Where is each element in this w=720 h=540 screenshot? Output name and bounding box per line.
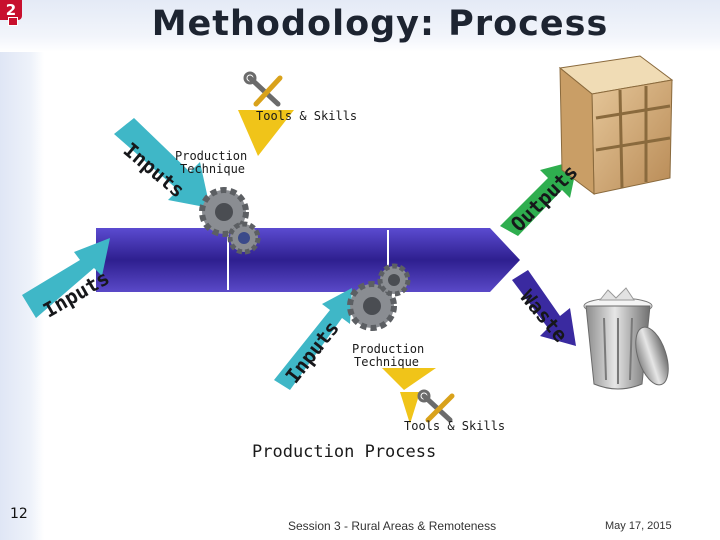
bottom-technique-triangle (382, 368, 436, 390)
top-tools-label: Tools & Skills (256, 109, 358, 123)
slide-number: 12 (10, 506, 28, 522)
slide-badge: 2 (0, 0, 22, 26)
top-technique-line2: Technique (180, 162, 246, 176)
trash-can-icon (583, 287, 669, 390)
tools-icon (417, 389, 455, 423)
bottom-tools-label: Tools & Skills (404, 419, 506, 433)
footer-date: May 17, 2015 (605, 520, 672, 532)
slide-title: Methodology: Process (151, 4, 609, 44)
process-band (96, 228, 520, 292)
waste-arrow (512, 270, 576, 346)
gears-icon (199, 187, 261, 255)
top-tools-triangle (238, 110, 294, 156)
crate-icon (558, 55, 674, 196)
bottom-technique-line1: Production (352, 342, 425, 356)
bottom-tools-triangle (400, 392, 420, 424)
top-decor-bar (0, 0, 720, 52)
tools-icon (243, 71, 283, 107)
outputs-arrow (500, 160, 578, 236)
footer-session: Session 3 - Rural Areas & Remoteness (288, 519, 497, 533)
bottom-inputs-arrow (274, 288, 352, 390)
process-caption: Production Process (252, 442, 437, 462)
top-inputs-arrow (114, 118, 210, 208)
top-technique-line1: Production (175, 149, 248, 163)
left-inputs-arrow (22, 238, 110, 318)
bottom-technique-line2: Technique (354, 355, 420, 369)
gears-icon (347, 263, 411, 331)
left-decor-bar (0, 0, 44, 540)
